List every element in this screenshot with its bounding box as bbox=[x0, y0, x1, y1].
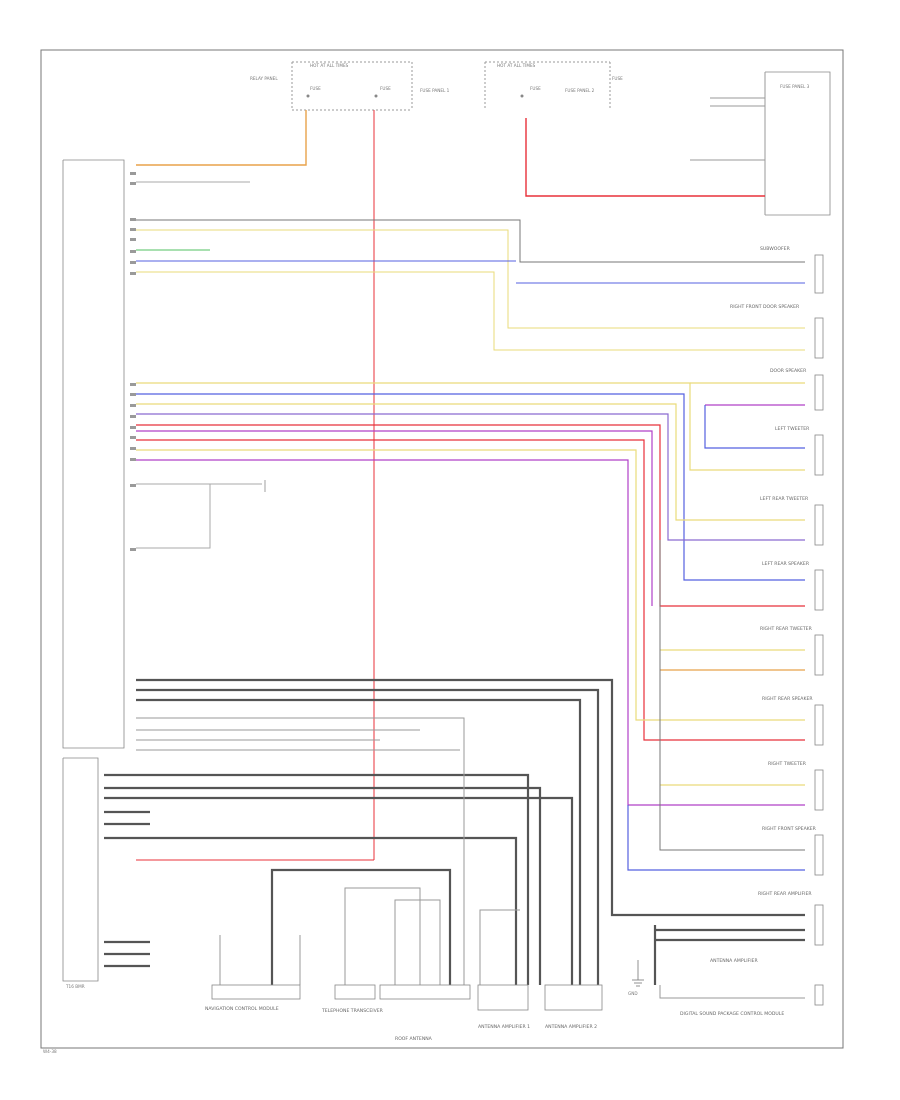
ground-symbol: GND bbox=[628, 960, 644, 996]
label-antenna-amp: ANTENNA AMPLIFIER bbox=[710, 958, 758, 964]
fuse-box-right: HOT AT ALL TIMES FUSE FUSE FUSE PANEL 2 bbox=[484, 61, 623, 110]
amplifier-module: T16 BMR bbox=[62, 757, 99, 989]
label-navigation-module: NAVIGATION CONTROL MODULE bbox=[205, 1006, 279, 1012]
speaker-connectors bbox=[814, 254, 824, 1006]
fuse-panel-c-label: FUSE PANEL 3 bbox=[780, 84, 810, 89]
label-antenna-amp-2: ANTENNA AMPLIFIER 2 bbox=[545, 1024, 597, 1030]
svg-text:T16 BMR: T16 BMR bbox=[65, 984, 85, 989]
control-module-top-right: FUSE PANEL 3 bbox=[690, 71, 831, 216]
label-right-tweeter: RIGHT TWEETER bbox=[768, 761, 807, 767]
page-reference: W4-38 bbox=[43, 1049, 57, 1054]
label-lr-speaker: LEFT REAR SPEAKER bbox=[762, 561, 810, 567]
label-rf-door-speaker: RIGHT FRONT DOOR SPEAKER bbox=[730, 304, 800, 310]
fuse-a2-label: FUSE bbox=[380, 86, 391, 91]
label-lr-tweeter: LEFT REAR TWEETER bbox=[760, 496, 809, 502]
power-wires bbox=[136, 110, 765, 861]
relay-panel-label: RELAY PANEL bbox=[250, 76, 278, 81]
fuse-box-left: HOT AT ALL TIMES RELAY PANEL FUSE FUSE F… bbox=[250, 61, 450, 111]
label-antenna-amp-1: ANTENNA AMPLIFIER 1 bbox=[478, 1024, 530, 1030]
label-telephone-transceiver: TELEPHONE TRANSCEIVER bbox=[321, 1008, 384, 1014]
label-rr-speaker: RIGHT REAR SPEAKER bbox=[762, 696, 813, 702]
radio-head-unit bbox=[62, 159, 136, 749]
diagram-frame bbox=[40, 49, 844, 1049]
fuse-header-right: HOT AT ALL TIMES bbox=[497, 63, 536, 68]
bottom-components: NAVIGATION CONTROL MODULE TELEPHONE TRAN… bbox=[205, 984, 603, 1042]
label-rr-tweeter: RIGHT REAR TWEETER bbox=[760, 626, 813, 632]
fuse-b1-label: FUSE bbox=[530, 86, 541, 91]
fuse-panel-a-label: FUSE PANEL 1 bbox=[420, 88, 450, 93]
bus-wires-black bbox=[104, 678, 805, 985]
fuse-header-left: HOT AT ALL TIMES bbox=[310, 63, 349, 68]
shield-wires bbox=[136, 717, 805, 999]
label-roof-antenna: ROOF ANTENNA bbox=[395, 1036, 433, 1042]
signal-wires-upper bbox=[136, 219, 805, 351]
fuse-panel-b-label: FUSE PANEL 2 bbox=[565, 88, 595, 93]
label-dsp-module: DIGITAL SOUND PACKAGE CONTROL MODULE bbox=[680, 1011, 784, 1017]
fuse-a1-label: FUSE bbox=[310, 86, 321, 91]
diagnostic-connector bbox=[136, 480, 266, 549]
label-left-tweeter: LEFT TWEETER bbox=[775, 426, 810, 432]
fuse-b2-label: FUSE bbox=[612, 76, 623, 81]
right-component-labels: SUBWOOFER RIGHT FRONT DOOR SPEAKER DOOR … bbox=[680, 246, 817, 1017]
label-subwoofer: SUBWOOFER bbox=[760, 246, 791, 252]
speaker-bus-wires bbox=[136, 382, 805, 871]
ground-label: GND bbox=[628, 991, 638, 996]
label-rr-amplifier: RIGHT REAR AMPLIFIER bbox=[758, 891, 812, 897]
label-rf-speaker: RIGHT FRONT SPEAKER bbox=[762, 826, 817, 832]
label-door-speaker: DOOR SPEAKER bbox=[770, 368, 807, 374]
